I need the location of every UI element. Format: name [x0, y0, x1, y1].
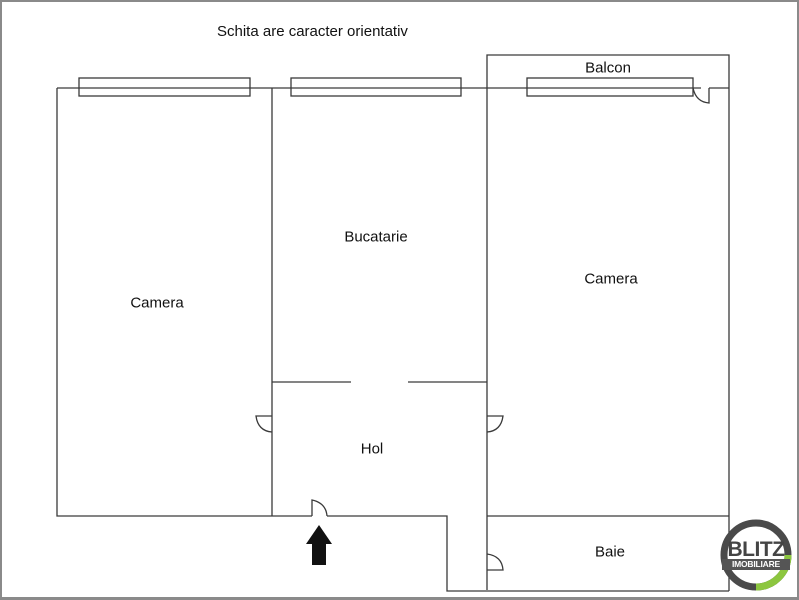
blitz-imobiliare-logo: BLITZ IMOBILIARE: [719, 518, 793, 592]
wall-bottom: [327, 515, 729, 592]
door-camera-right: [486, 415, 504, 433]
window-camera-right: [526, 77, 694, 97]
room-label-baie: Baie: [594, 543, 626, 561]
balcony-outline: [486, 54, 730, 516]
entrance-arrow-icon: [306, 525, 332, 565]
door-camera-left: [255, 415, 273, 433]
logo-subtitle: IMOBILIARE: [722, 559, 790, 570]
window-camera-left: [78, 77, 251, 97]
door-balcon: [692, 87, 710, 104]
window-bucatarie: [290, 77, 462, 97]
wall-left-bottom: [56, 88, 272, 517]
room-label-camera-left: Camera: [130, 294, 184, 312]
room-label-camera-right: Camera: [584, 270, 638, 288]
plan-title: Schita are caracter orientativ: [217, 23, 408, 40]
room-label-balcon: Balcon: [585, 59, 631, 77]
door-entrance: [311, 499, 328, 517]
room-label-hol: Hol: [360, 440, 384, 458]
door-baie: [486, 553, 504, 571]
logo-brand: BLITZ: [727, 538, 785, 561]
room-label-bucatarie: Bucatarie: [344, 228, 408, 246]
